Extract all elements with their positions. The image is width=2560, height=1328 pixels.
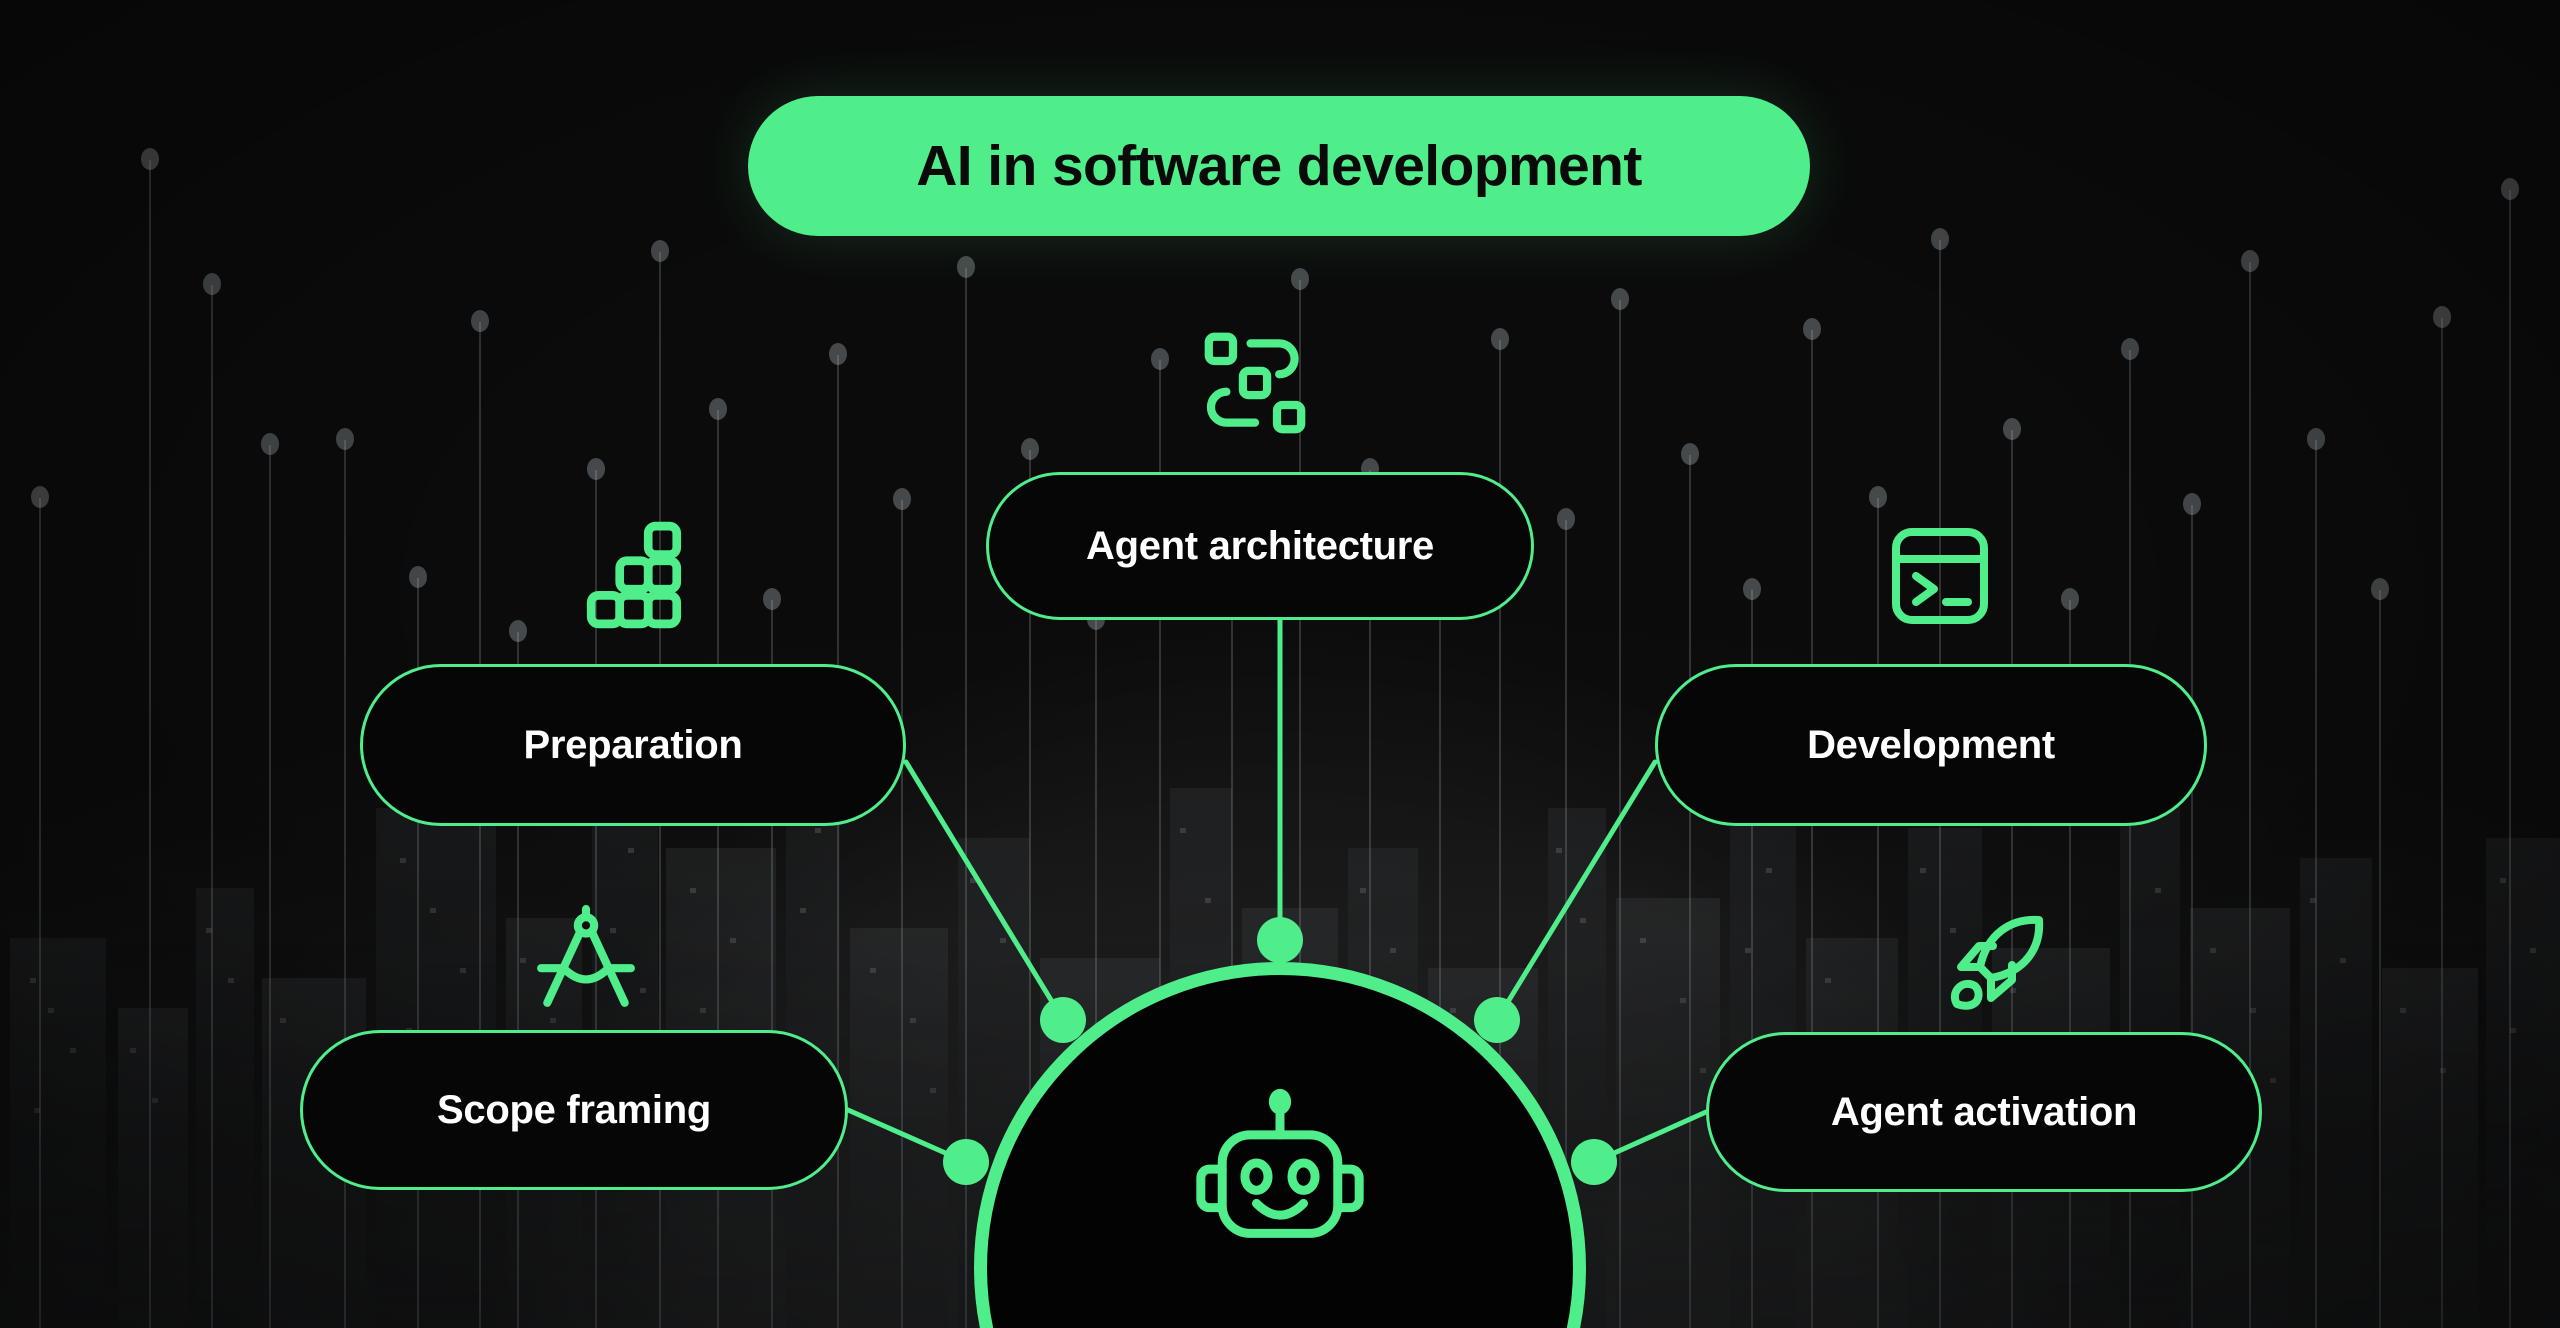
node-scope-framing[interactable]: Scope framing (300, 1030, 848, 1190)
node-label-agent-activation: Agent activation (1830, 1089, 2138, 1134)
node-agent-activation[interactable]: Agent activation (1706, 1032, 2262, 1192)
node-label-agent-architecture: Agent architecture (1085, 523, 1435, 568)
node-agent-architecture[interactable]: Agent architecture (986, 472, 1534, 620)
node-label-development: Development (1807, 722, 2055, 767)
node-preparation[interactable]: Preparation (360, 664, 906, 826)
node-label-scope-framing: Scope framing (437, 1087, 711, 1132)
page-title: AI in software development (748, 96, 1810, 236)
node-label-preparation: Preparation (523, 722, 743, 767)
page-title-label: AI in software development (916, 134, 1642, 198)
node-development[interactable]: Development (1655, 664, 2207, 826)
